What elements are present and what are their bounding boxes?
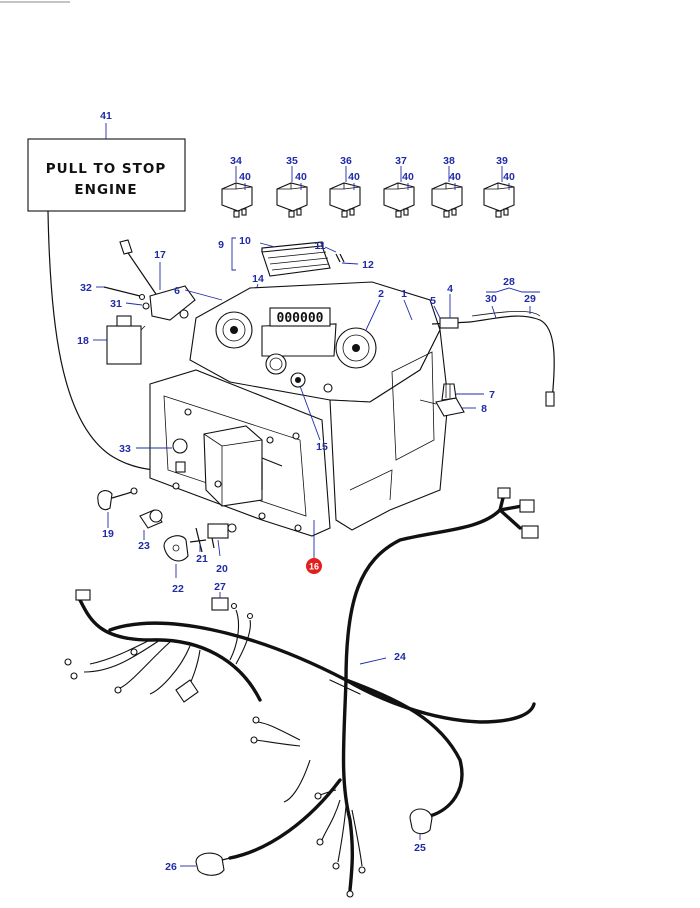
callout-35-40: 40 xyxy=(295,171,307,183)
leader-10 xyxy=(259,242,276,248)
leader-31 xyxy=(125,302,143,306)
callout-31: 31 xyxy=(110,298,122,310)
bolt-32 xyxy=(103,286,146,301)
switch-35 xyxy=(276,182,308,218)
switch-38 xyxy=(431,182,463,218)
washer-31 xyxy=(142,302,150,310)
callout-39: 39 xyxy=(496,155,508,167)
callout-16: 16 xyxy=(309,562,319,572)
callout-4: 4 xyxy=(447,283,453,295)
callout-22: 22 xyxy=(172,583,184,595)
sign-leader-line xyxy=(47,210,161,471)
callout-35: 35 xyxy=(286,155,298,167)
reservoir-18 xyxy=(106,315,146,365)
callout-28: 28 xyxy=(503,276,515,288)
callout-32: 32 xyxy=(80,282,92,294)
callout-29: 29 xyxy=(524,293,536,305)
instrument-housing: 000000 xyxy=(189,281,449,531)
callout-7: 7 xyxy=(489,389,495,401)
callout-6: 6 xyxy=(174,285,180,297)
callout-21: 21 xyxy=(196,553,208,565)
stop-engine-label-plate: PULL TO STOP ENGINE xyxy=(27,138,186,212)
switch-34 xyxy=(221,182,253,218)
callout-10: 10 xyxy=(239,235,251,247)
wiring-harness xyxy=(78,492,536,892)
callout-12: 12 xyxy=(362,259,374,271)
callout-15: 15 xyxy=(316,441,328,453)
throttle-lever xyxy=(119,239,196,321)
leader-1 xyxy=(403,299,413,321)
callout-labels: 41 34 40 35 40 36 40 37 40 38 40 39 40 9… xyxy=(77,110,536,873)
warning-light-panel xyxy=(261,241,331,277)
callout-11: 11 xyxy=(314,240,325,252)
bulb-11 xyxy=(335,253,345,263)
callout-30: 30 xyxy=(485,293,497,305)
callout-20: 20 xyxy=(216,563,228,575)
callout-9: 9 xyxy=(218,239,224,251)
sign-line-1: PULL TO STOP xyxy=(46,161,166,177)
switch-39 xyxy=(483,182,515,218)
callout-5: 5 xyxy=(430,295,436,307)
sign-line-2: ENGINE xyxy=(74,182,137,198)
leader-30 xyxy=(491,305,497,319)
bracket-28 xyxy=(486,287,540,293)
callout-38: 38 xyxy=(443,155,455,167)
leader-24 xyxy=(359,657,387,665)
drive-cable-assembly xyxy=(431,310,555,407)
clip-21 xyxy=(189,527,207,553)
callout-2: 2 xyxy=(378,288,384,300)
leader-11 xyxy=(324,246,337,253)
callout-37: 37 xyxy=(395,155,407,167)
callout-14: 14 xyxy=(252,273,264,285)
stop-knob-19 xyxy=(97,487,138,511)
callout-36-40: 40 xyxy=(348,171,360,183)
odometer-display: 000000 xyxy=(277,311,324,326)
highlight-badge[interactable] xyxy=(306,558,322,574)
callout-19: 19 xyxy=(102,528,114,540)
callout-24: 24 xyxy=(394,651,406,663)
switch-37 xyxy=(383,182,415,218)
leader-20 xyxy=(217,539,221,557)
callout-34: 34 xyxy=(230,155,242,167)
bracket-22 xyxy=(163,535,189,562)
leader-2 xyxy=(365,299,381,331)
lamp-holder-23 xyxy=(139,509,163,529)
callout-1: 1 xyxy=(401,288,407,300)
switch-20 xyxy=(207,523,237,549)
callout-27: 27 xyxy=(214,581,226,593)
leader-5 xyxy=(433,305,441,319)
lower-panel xyxy=(149,369,331,537)
switch-36 xyxy=(329,182,361,218)
callout-37-40: 40 xyxy=(402,171,414,183)
harness-connectors xyxy=(64,487,539,898)
leader-6 xyxy=(184,289,223,301)
switch-leaders xyxy=(235,166,510,190)
callout-34-40: 40 xyxy=(239,171,251,183)
callout-36: 36 xyxy=(340,155,352,167)
callout-41: 41 xyxy=(100,110,112,122)
callout-17: 17 xyxy=(154,249,166,261)
ignition-mount-line xyxy=(419,399,437,405)
callout-18: 18 xyxy=(77,335,89,347)
callout-23: 23 xyxy=(138,540,150,552)
callout-26: 26 xyxy=(165,861,177,873)
rocker-switch-row xyxy=(221,182,515,218)
callout-8: 8 xyxy=(481,403,487,415)
callout-39-40: 40 xyxy=(503,171,515,183)
callout-33: 33 xyxy=(119,443,131,455)
leader-15 xyxy=(299,385,321,441)
highlighted-part-marker[interactable]: 16 xyxy=(306,558,322,574)
leader-12 xyxy=(341,262,359,265)
bracket-9 xyxy=(231,237,236,271)
ignition-switch xyxy=(435,383,465,417)
callout-38-40: 40 xyxy=(449,171,461,183)
callout-25: 25 xyxy=(414,842,426,854)
